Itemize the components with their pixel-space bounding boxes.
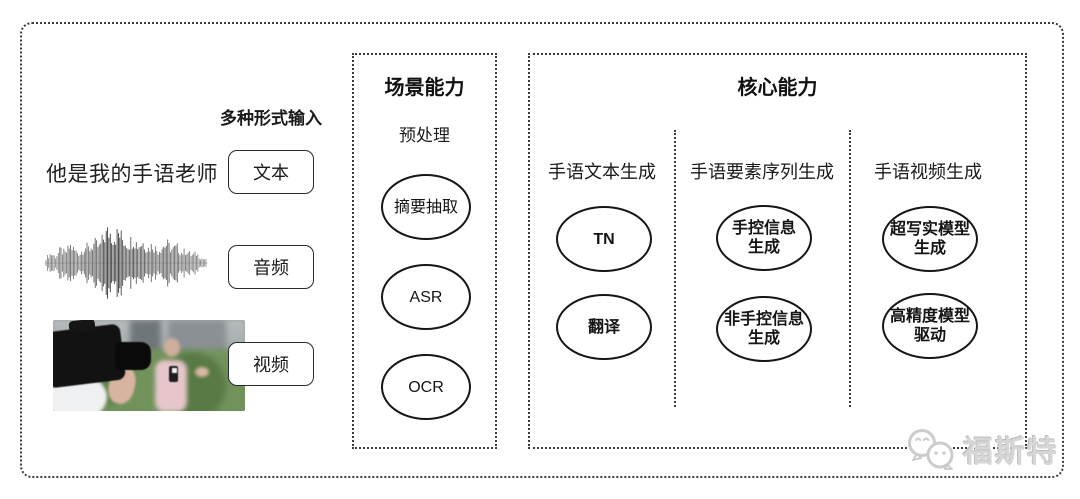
input-section-label: 多种形式输入 bbox=[220, 109, 322, 128]
preprocess-label: 预处理 bbox=[399, 126, 450, 145]
input-box-audio: 音频 bbox=[228, 245, 314, 289]
node-label: 手控信息 bbox=[731, 220, 796, 237]
node-label: 高精度模型 bbox=[889, 308, 970, 325]
column-divider bbox=[849, 130, 851, 407]
watermark-text: 福斯特 bbox=[963, 436, 1059, 469]
core-capability-title: 核心能力 bbox=[737, 77, 818, 99]
watermark: 福斯特 bbox=[905, 427, 1059, 471]
node-label: 超写实模型 bbox=[889, 221, 970, 238]
node-label: 摘要抽取 bbox=[393, 198, 458, 216]
node-manual-info-generation: 手控信息 生成 bbox=[716, 205, 812, 271]
node-label: 生成 bbox=[747, 239, 780, 256]
input-box-text: 文本 bbox=[228, 150, 314, 194]
node-tn: TN bbox=[556, 206, 652, 272]
column-divider bbox=[674, 130, 676, 407]
video-thumbnail bbox=[53, 320, 245, 411]
node-ocr: OCR bbox=[381, 354, 471, 420]
photo-microphone bbox=[169, 365, 179, 382]
scene-capability-box: 场景能力 预处理 摘要抽取 ASR OCR bbox=[352, 53, 497, 449]
input-box-text-label: 文本 bbox=[253, 163, 289, 183]
node-label: ASR bbox=[409, 288, 443, 306]
input-box-video-label: 视频 bbox=[253, 355, 289, 375]
node-label: TN bbox=[593, 230, 615, 248]
node-summary-extraction: 摘要抽取 bbox=[381, 174, 471, 240]
chat-bubbles-icon bbox=[908, 429, 954, 470]
node-label: 翻译 bbox=[587, 318, 620, 336]
audio-waveform-icon bbox=[44, 218, 208, 308]
node-translation: 翻译 bbox=[556, 294, 652, 360]
photo-reporter-hand bbox=[195, 367, 210, 378]
sample-text: 他是我的手语老师 bbox=[46, 163, 218, 186]
photo-microphone-logo bbox=[172, 368, 178, 374]
photo-camera-lens bbox=[115, 342, 151, 370]
column-header-sl-element-sequence-generation: 手语要素序列生成 bbox=[690, 162, 834, 182]
input-box-audio-label: 音频 bbox=[253, 258, 289, 278]
column-header-sl-text-generation: 手语文本生成 bbox=[548, 162, 656, 182]
column-header-sl-video-generation: 手语视频生成 bbox=[874, 162, 982, 182]
core-capability-box: 核心能力 手语文本生成 手语要素序列生成 手语视频生成 TN 翻译 手控信息 生… bbox=[528, 53, 1027, 449]
node-label: OCR bbox=[408, 378, 444, 396]
scene-capability-title: 场景能力 bbox=[384, 77, 465, 99]
node-label: 生成 bbox=[747, 330, 780, 347]
node-label: 驱动 bbox=[913, 327, 946, 344]
node-label: 非手控信息 bbox=[723, 311, 804, 328]
node-asr: ASR bbox=[381, 264, 471, 330]
node-non-manual-info-generation: 非手控信息 生成 bbox=[716, 296, 812, 362]
node-label: 生成 bbox=[913, 240, 946, 257]
node-high-precision-model-driving: 高精度模型 驱动 bbox=[882, 293, 978, 359]
photo-reporter-head bbox=[164, 338, 181, 358]
node-hyperrealistic-model-generation: 超写实模型 生成 bbox=[882, 206, 978, 272]
input-box-video: 视频 bbox=[228, 342, 314, 386]
